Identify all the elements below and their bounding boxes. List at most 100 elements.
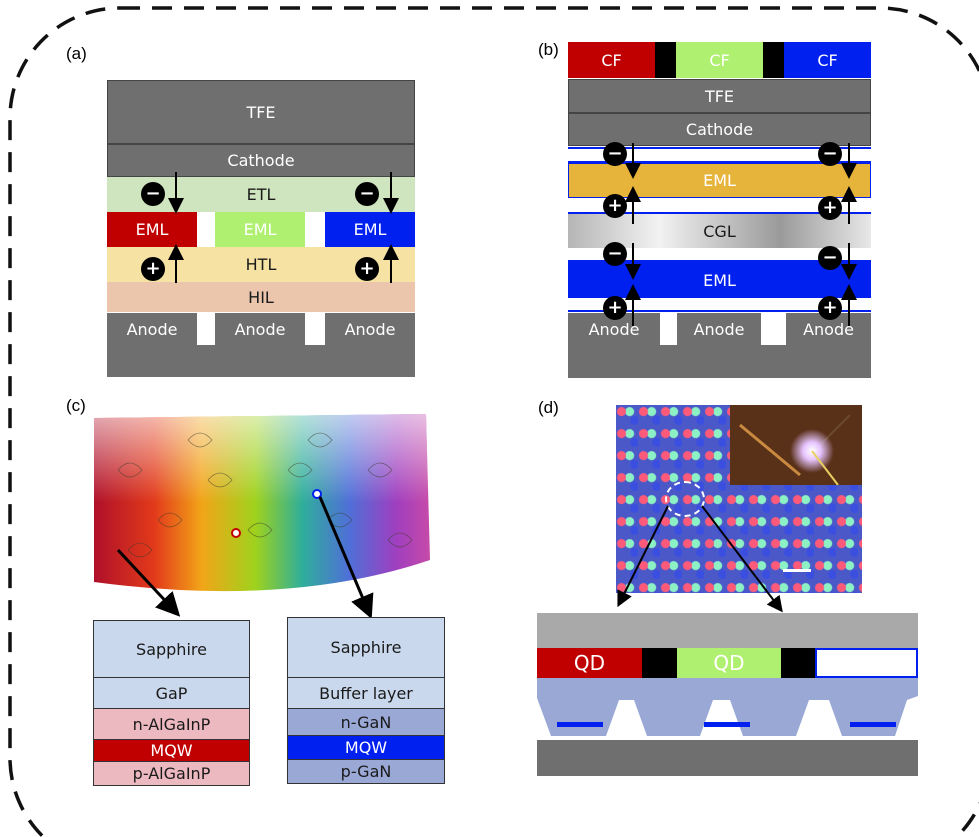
transport-layer — [568, 248, 871, 262]
micrograph-inset-photo — [730, 405, 862, 485]
layer-label: p-GaN — [340, 762, 392, 781]
micro-led-array — [537, 678, 918, 736]
hole-icon: + — [818, 196, 842, 220]
electron-icon: − — [603, 242, 627, 266]
anode-label: Anode — [588, 319, 640, 339]
tfe-label: TFE — [704, 86, 735, 106]
tfe-layer: TFE — [107, 80, 415, 144]
layer-label: Buffer layer — [319, 683, 413, 703]
qd-label: QD — [713, 651, 745, 675]
n-algainp-layer: n-AlGaInP — [93, 709, 250, 740]
cf-label: CF — [817, 50, 838, 70]
anode-label: Anode — [126, 319, 178, 339]
buffer-layer: Buffer layer — [287, 678, 445, 709]
mqw-layer: MQW — [287, 736, 445, 760]
hole-icon: + — [355, 257, 379, 281]
transparent-window — [815, 648, 918, 678]
anode-label: Anode — [803, 319, 854, 339]
cf-label: CF — [601, 50, 622, 70]
backplane — [537, 740, 918, 776]
p-algainp-layer: p-AlGaInP — [93, 762, 250, 786]
layer-label: n-AlGaInP — [132, 714, 211, 734]
layer-label: p-AlGaInP — [132, 764, 211, 783]
cathode-layer: Cathode — [107, 144, 415, 177]
eml-red-label: EML — [135, 220, 169, 239]
tfe-layer: TFE — [568, 79, 871, 113]
hole-icon: + — [818, 296, 842, 320]
sapphire-layer: Sapphire — [93, 620, 250, 678]
transport-layer — [568, 147, 871, 163]
layer-label: Sapphire — [330, 638, 402, 657]
layer-label: MQW — [344, 738, 388, 757]
qd-label: QD — [573, 651, 606, 675]
hole-icon: + — [603, 194, 627, 218]
eml-red: EML — [107, 212, 197, 247]
anode-3: Anode — [325, 313, 415, 345]
electron-icon: − — [818, 142, 842, 166]
electron-icon: − — [355, 182, 379, 206]
eml-blue-label: EML — [353, 220, 387, 239]
n-gan-layer: n-GaN — [287, 709, 445, 736]
black-matrix — [781, 648, 815, 678]
cathode-label: Cathode — [685, 120, 754, 139]
layer-label: Sapphire — [136, 639, 207, 659]
anode-1: Anode — [107, 313, 197, 345]
electron-icon: − — [141, 182, 165, 206]
cgl-label: CGL — [703, 221, 736, 241]
anode-3: Anode — [786, 313, 871, 345]
anode-label: Anode — [693, 319, 745, 339]
hole-icon: + — [603, 296, 627, 320]
panel-a-label: (a) — [66, 44, 87, 63]
hil-label: HIL — [248, 287, 274, 307]
eml-blue: EML — [325, 212, 415, 247]
black-matrix — [655, 42, 676, 78]
anode-2: Anode — [215, 313, 305, 345]
cf-label: CF — [709, 50, 730, 70]
cf-red: CF — [568, 42, 655, 78]
cf-green: CF — [676, 42, 763, 78]
cathode-label: Cathode — [227, 151, 295, 170]
htl-label: HTL — [245, 255, 277, 274]
gap-layer: GaP — [93, 678, 250, 709]
tfe-label: TFE — [246, 102, 276, 122]
substrate-b — [568, 345, 871, 378]
eml-yellow: EML — [568, 163, 871, 198]
transport-layer — [568, 298, 871, 312]
qd-green: QD — [677, 648, 781, 678]
scale-bar — [783, 569, 811, 572]
eml-blue: EML — [568, 262, 871, 298]
cathode-layer: Cathode — [568, 113, 871, 146]
panel-c-label: (c) — [66, 396, 86, 415]
black-matrix — [763, 42, 784, 78]
hil-layer: HIL — [107, 282, 415, 312]
panel-b-label: (b) — [538, 40, 559, 59]
anode-label: Anode — [234, 319, 286, 339]
sapphire-layer: Sapphire — [287, 617, 445, 678]
p-gan-layer: p-GaN — [287, 760, 445, 784]
electron-icon: − — [818, 246, 842, 270]
layer-label: n-GaN — [340, 712, 392, 732]
panel-d-label: (d) — [538, 398, 559, 417]
etl-label: ETL — [246, 185, 276, 204]
eml-bottom-label: EML — [703, 270, 736, 290]
transport-layer — [568, 198, 871, 214]
electron-icon: − — [603, 142, 627, 166]
qd-red: QD — [537, 648, 642, 678]
black-matrix — [642, 648, 677, 678]
top-glass — [537, 613, 918, 648]
hole-icon: + — [141, 257, 165, 281]
zoom-circle — [665, 481, 705, 517]
eml-top-label: EML — [703, 171, 736, 190]
substrate-a — [107, 345, 415, 377]
flexible-display-photo — [94, 414, 430, 592]
anode-2: Anode — [677, 313, 761, 345]
eml-green-label: EML — [243, 220, 277, 239]
anode-label: Anode — [344, 319, 396, 339]
layer-label: GaP — [155, 683, 188, 703]
layer-label: MQW — [150, 741, 193, 760]
mqw-layer: MQW — [93, 740, 250, 762]
